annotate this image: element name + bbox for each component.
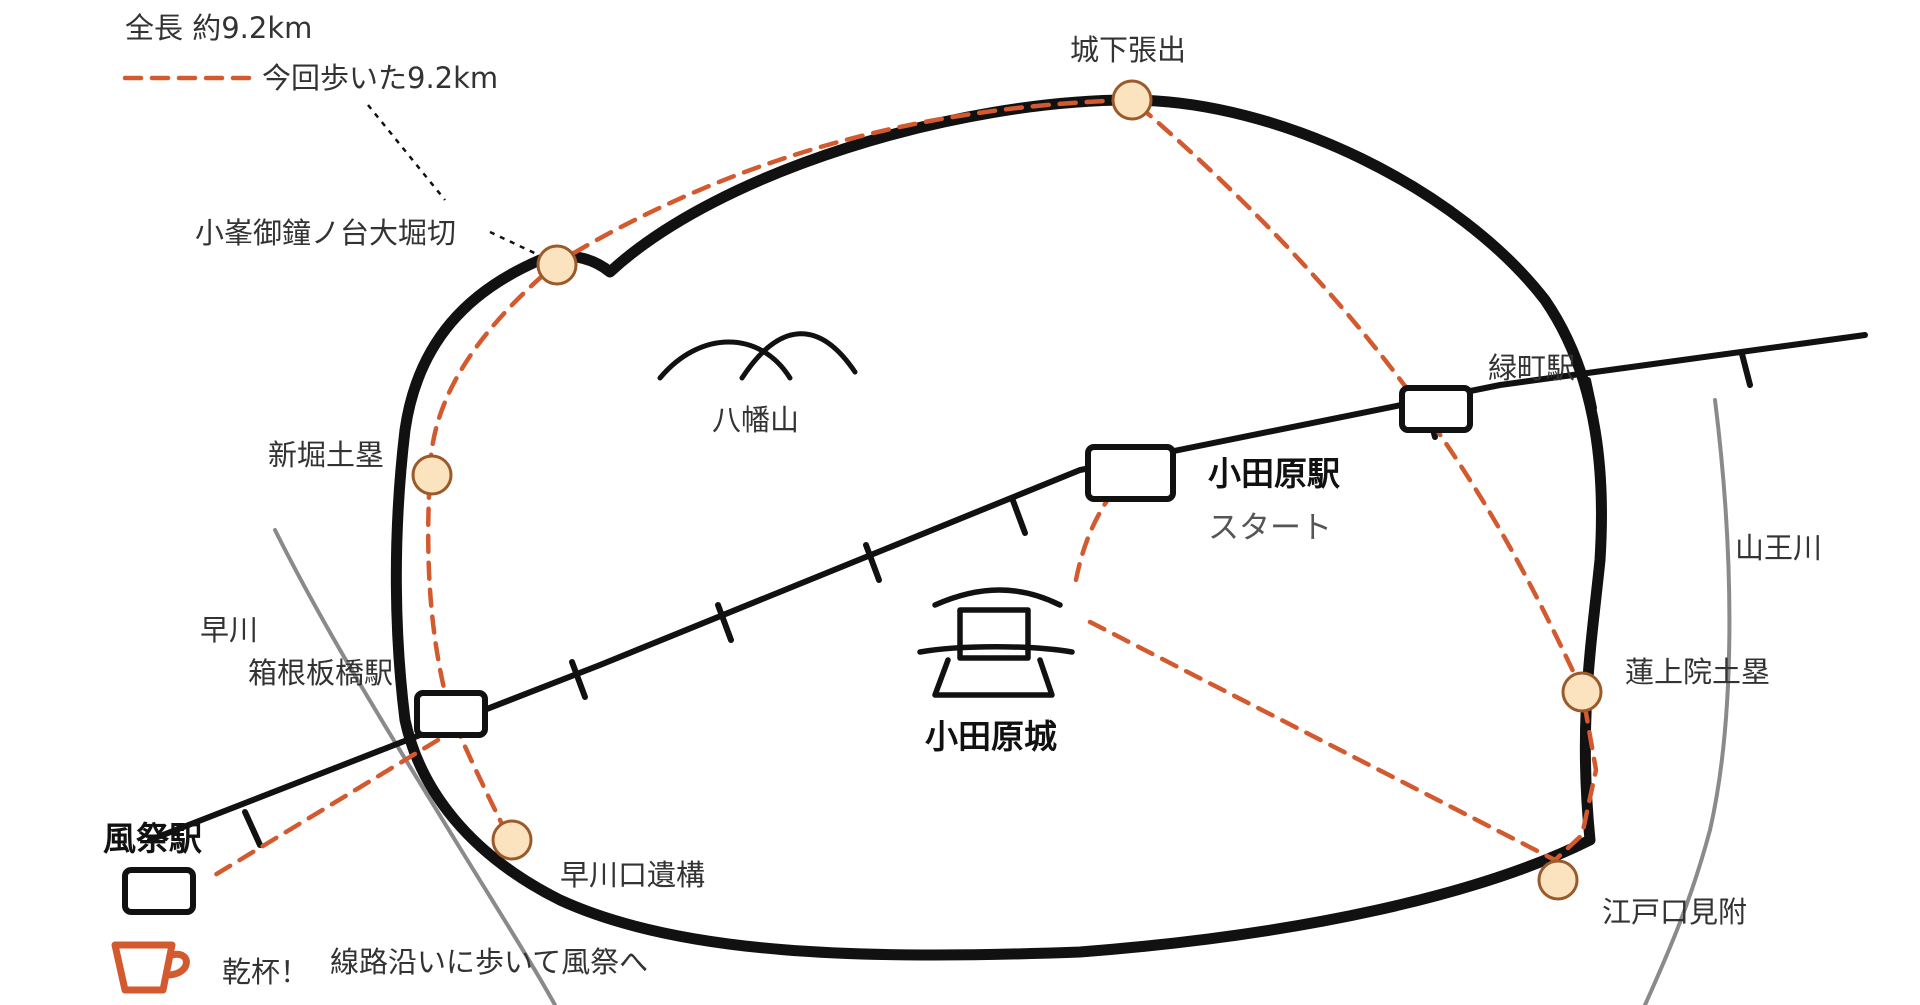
komine-okiri-label: 小峯御鐘ノ台大堀切 bbox=[195, 216, 456, 250]
renjoin-dorui-label: 蓮上院土塁 bbox=[1625, 655, 1770, 689]
hayakawa-river-label: 早川 bbox=[200, 613, 258, 647]
hakone-itabashi-station-label: 箱根板橋駅 bbox=[248, 656, 393, 690]
odawara-castle-label: 小田原城 bbox=[925, 717, 1057, 756]
legend-leader-line bbox=[367, 104, 546, 260]
start-label: スタート bbox=[1208, 510, 1332, 546]
hayakawa-river-line bbox=[273, 528, 557, 1005]
sogamae-outer-wall bbox=[390, 94, 1607, 961]
cup-icon bbox=[111, 941, 190, 994]
hayakawaguchi-iko-label: 早川口遺構 bbox=[560, 858, 705, 892]
hayakawaguchi-iko-marker bbox=[491, 819, 533, 861]
legend-walked-route: 今回歩いた9.2km bbox=[262, 61, 498, 95]
shinbori-dorui-marker bbox=[411, 454, 453, 496]
railway-ticks bbox=[242, 351, 1753, 848]
hakone-itabashi-station-icon bbox=[414, 690, 488, 738]
edoguchi-mitsuke-marker bbox=[1537, 859, 1579, 901]
along-tracks-label: 線路沿いに歩いて風祭へ bbox=[330, 945, 648, 979]
mountain-icon bbox=[657, 331, 858, 381]
midoricho-station-label: 緑町駅 bbox=[1488, 351, 1575, 385]
renjoin-dorui-marker bbox=[1561, 671, 1603, 713]
sannogawa-river-line bbox=[1643, 398, 1732, 1005]
midoricho-station-icon bbox=[1399, 385, 1473, 433]
hachimanyama-label: 八幡山 bbox=[712, 403, 799, 437]
komine-okiri-marker bbox=[536, 244, 578, 286]
edoguchi-mitsuke-label: 江戸口見附 bbox=[1602, 895, 1747, 929]
joka-haridashi-label: 城下張出 bbox=[1070, 33, 1186, 67]
shinbori-dorui-label: 新堀土塁 bbox=[268, 438, 384, 472]
castle-icon bbox=[917, 587, 1075, 698]
joka-haridashi-marker bbox=[1111, 79, 1153, 121]
legend-total-length: 全長 約9.2km bbox=[125, 11, 312, 45]
kazamatsuri-station-icon bbox=[122, 867, 196, 915]
sannogawa-river-label: 山王川 bbox=[1735, 531, 1822, 565]
odawara-station-icon bbox=[1085, 444, 1176, 502]
kazamatsuri-station-label: 風祭駅 bbox=[103, 819, 202, 858]
odawara-station-label: 小田原駅 bbox=[1208, 454, 1340, 493]
kanpai-label: 乾杯！ bbox=[222, 955, 309, 989]
